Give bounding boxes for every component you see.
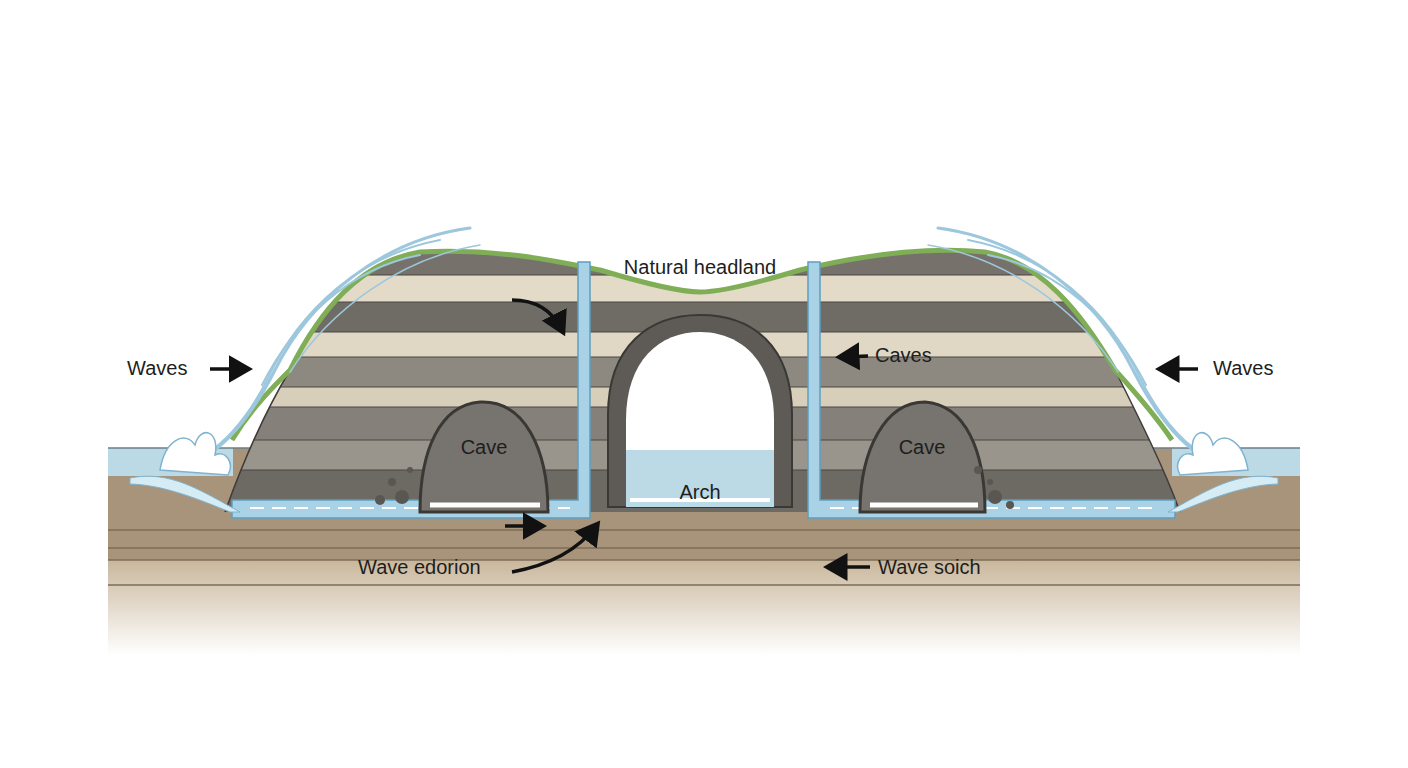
label: Cave [899, 436, 946, 459]
wave-streaks [205, 228, 480, 455]
label: Waves [127, 357, 187, 380]
label: Caves [875, 344, 932, 367]
label: Wave soich [878, 556, 981, 579]
headland-strata [200, 240, 1200, 512]
art-part [626, 332, 774, 507]
art-part [512, 526, 596, 572]
art-part [938, 228, 1196, 452]
art-part [968, 240, 1203, 455]
art-part [388, 478, 396, 486]
art-part [1178, 433, 1248, 475]
art-part [928, 228, 1203, 455]
art-part [860, 402, 985, 512]
art-part [108, 530, 1300, 585]
art-part [626, 450, 774, 507]
art-part [290, 245, 480, 372]
label: Arch [679, 481, 720, 504]
art-part [205, 240, 440, 455]
label: Natural headland [624, 256, 776, 279]
art-part [420, 402, 548, 512]
art-part [160, 433, 230, 475]
art-part [512, 300, 562, 330]
art-part [1168, 476, 1278, 512]
art-part [395, 490, 409, 504]
label: Wave edorion [358, 556, 481, 579]
art-part [608, 315, 792, 507]
art-part [928, 245, 1118, 372]
art-part [108, 560, 1300, 655]
art-part [130, 476, 240, 512]
wave-right [928, 228, 1278, 512]
art-part [830, 565, 870, 569]
direction-arrows [210, 300, 1198, 572]
art-part [987, 479, 993, 485]
label: Cave [461, 436, 508, 459]
label: Waves [1213, 357, 1273, 380]
art-part [842, 356, 868, 357]
art-part [212, 228, 470, 452]
water-channels [232, 262, 1175, 518]
arch [608, 315, 792, 507]
art-part [808, 262, 1175, 518]
seabed [108, 448, 1300, 655]
art-part [210, 367, 246, 371]
art-part [1006, 501, 1014, 509]
art-part [988, 490, 1002, 504]
wave-splash [130, 433, 240, 512]
art-part [232, 262, 590, 518]
art-part [407, 467, 413, 473]
art-part [1162, 367, 1198, 371]
art-part [505, 524, 540, 528]
art-part [375, 495, 385, 505]
art-part [974, 466, 982, 474]
